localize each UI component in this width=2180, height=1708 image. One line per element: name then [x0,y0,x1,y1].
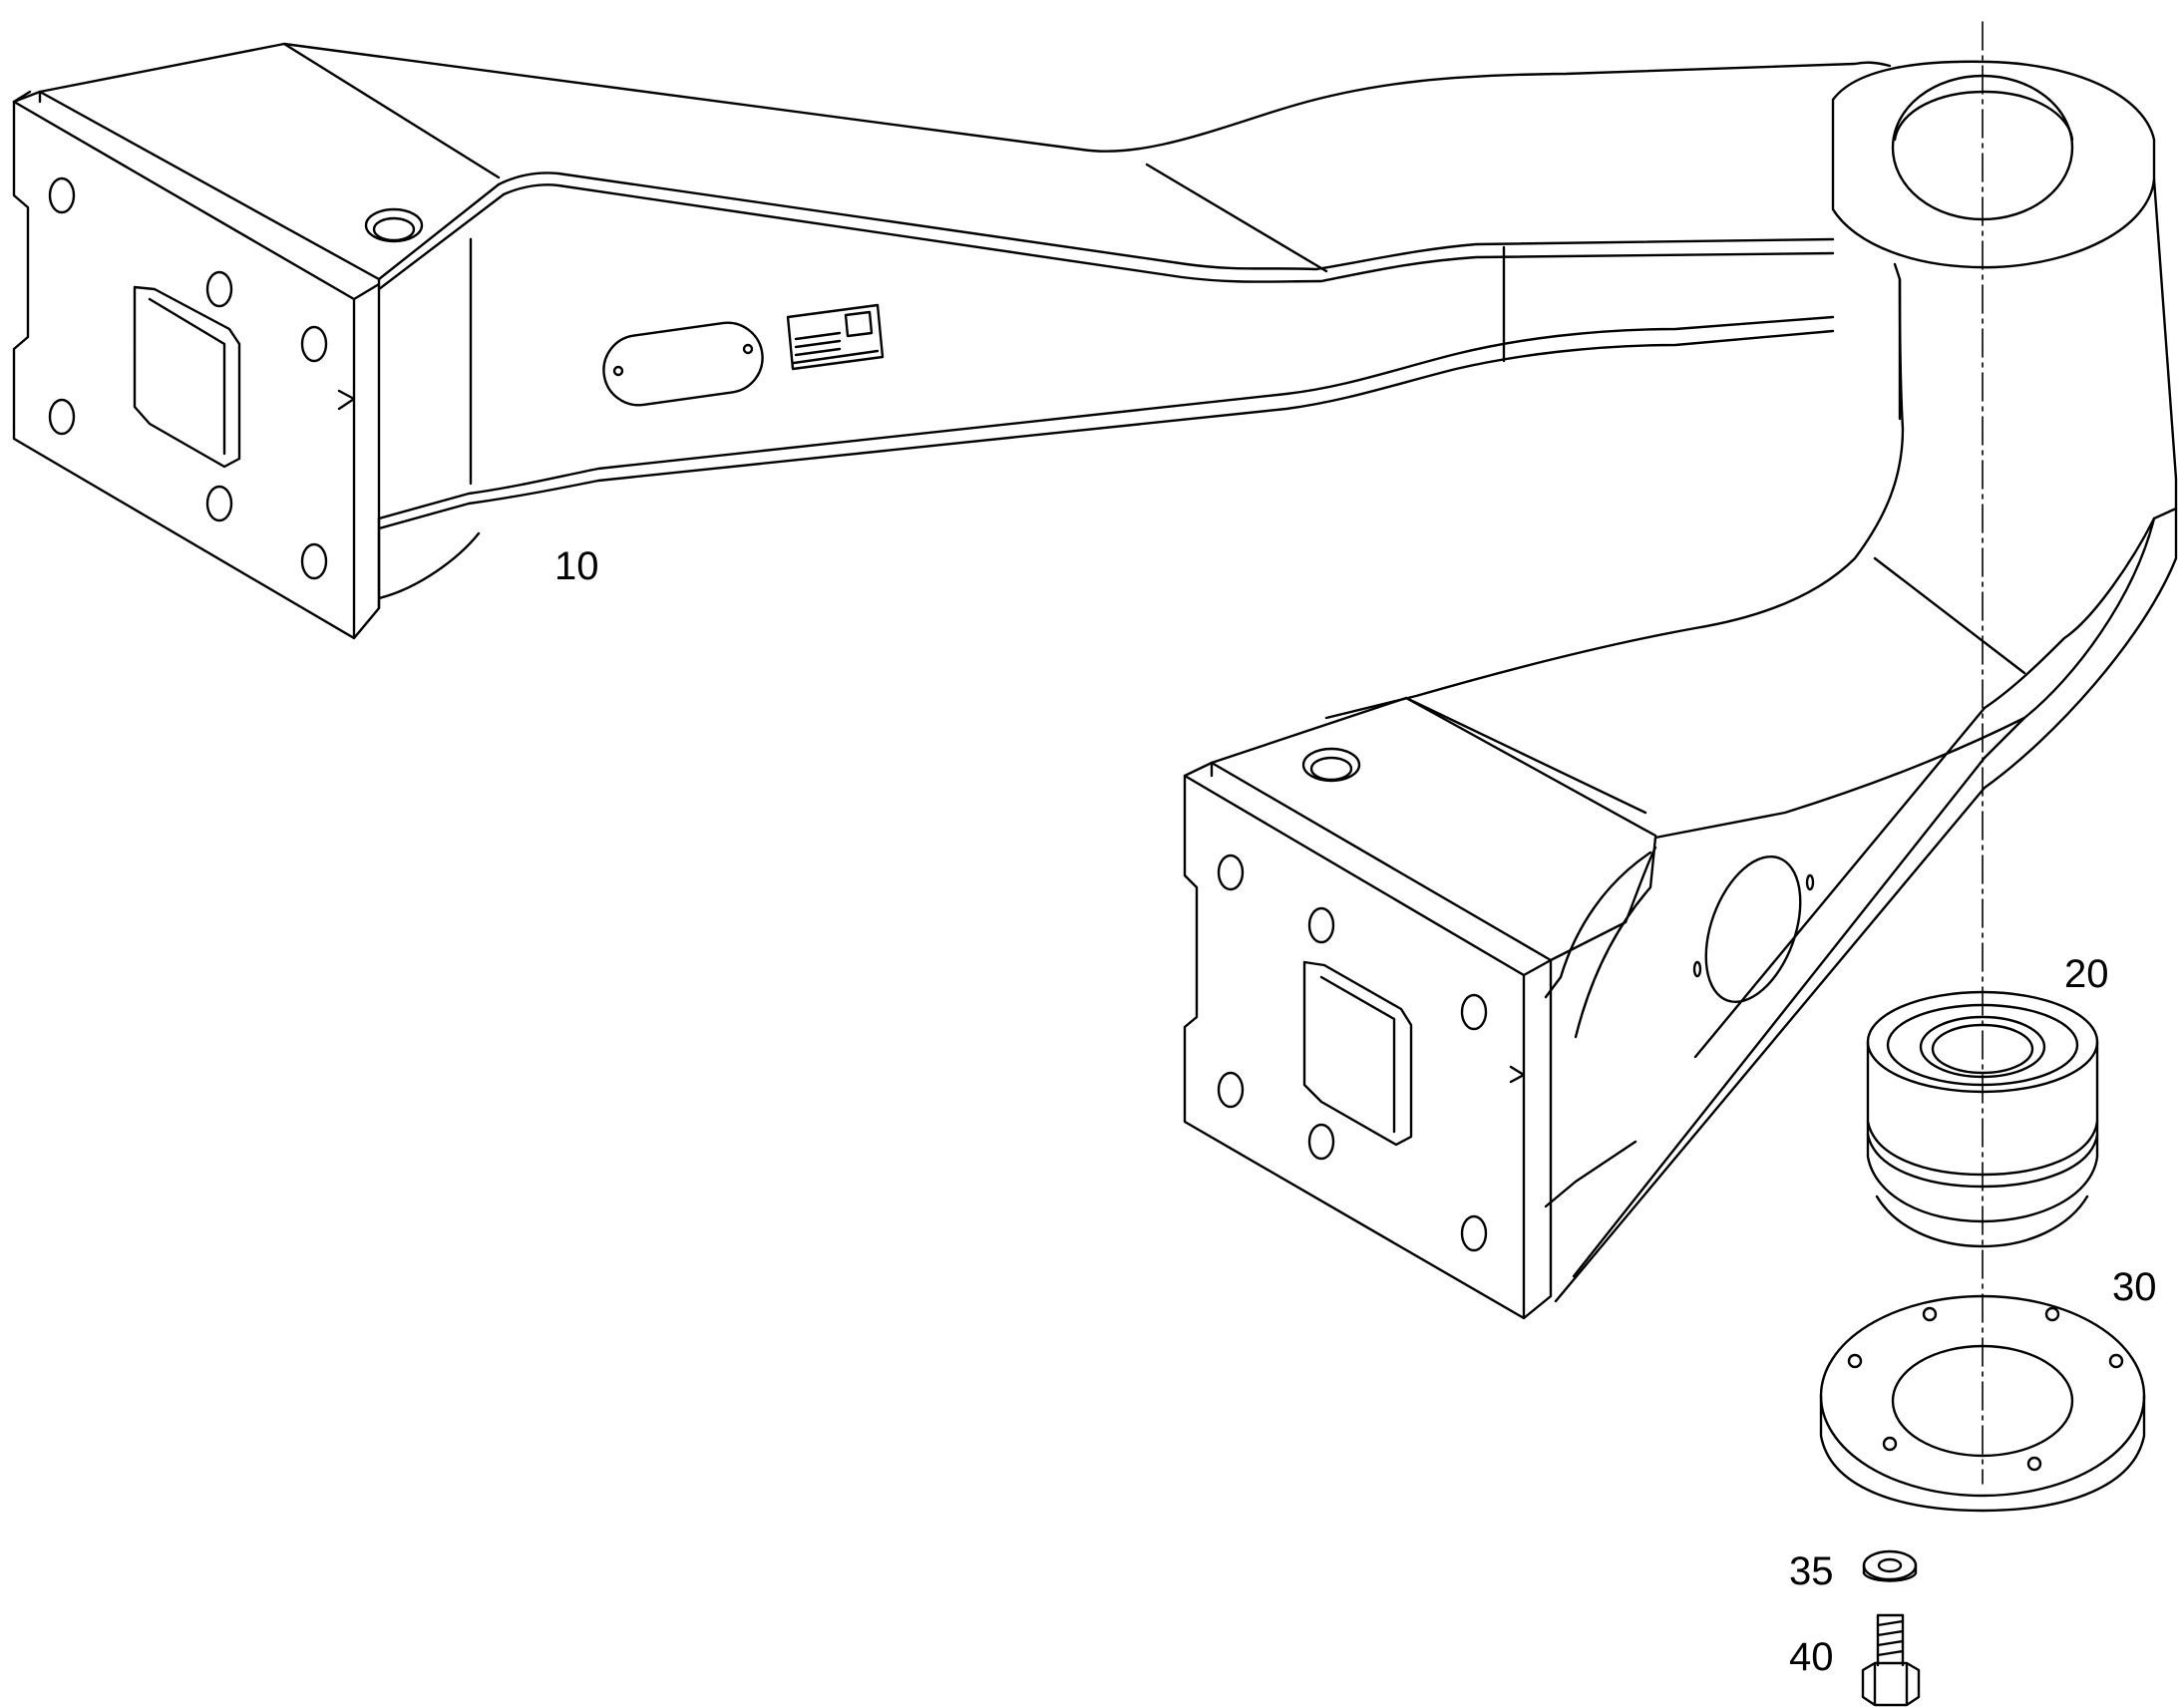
pivot-eye-bore-depth [1893,90,2074,142]
left-flange-bolt-hole [300,325,328,363]
frame-lower-arm-bottom [1574,716,2026,1039]
left-flange-bolt-hole [205,270,233,308]
left-flange-bolt-hole [300,542,328,580]
right-flange-bolt-hole [1307,1123,1335,1161]
flange-ring [1819,1294,2146,1513]
right-flange-bolt-hole [1307,906,1335,944]
left-flange-plate [12,90,381,640]
left-flange-bolt-hole [48,176,76,214]
frame-leg-edge [1693,507,2178,1059]
flange-ring-bore [1891,1344,2074,1458]
data-plate [786,303,885,371]
flange-ring-hole [2026,1456,2042,1472]
left-flange-bolt-hole [48,398,76,436]
frame-leg-fold [1404,277,2026,815]
frame-upper-beam-edge [377,171,1835,281]
callout-40: 40 [1789,1635,1834,1679]
frame-top-hole-left-inner [372,216,416,242]
frame-side-pin [1692,960,1702,978]
flange-ring-hole [1922,1306,1938,1322]
bushing-bore [1931,1023,2034,1075]
frame-upper-beam-top [38,42,1892,153]
flange-ring-hole [1882,1436,1898,1452]
callout-10: 10 [554,544,599,588]
nameplate-rivet [742,343,754,355]
callout-30: 30 [2112,1265,2157,1309]
washer-top [1862,1549,1918,1581]
right-flange-bolt-hole [1460,1214,1488,1252]
callout-20: 20 [2064,952,2109,996]
right-flange-window [1302,960,1413,1147]
bushing-inner-sleeve [1919,1015,2046,1079]
frame-side-bore [1704,854,1802,1004]
right-flange-thickness [1183,761,1553,1320]
bolt-thread [1876,1613,1905,1667]
flange-ring-hole [2044,1306,2060,1322]
frame-upper-beam-inner-edge [377,183,1835,291]
frame-upper-beam-bottom-inner [377,329,1835,530]
bushing-top-ring [1886,1003,2079,1087]
left-flange-window [133,285,241,469]
right-flange-bolt-hole [1217,854,1245,891]
frame-upper-beam-bottom [377,315,1835,520]
right-flange-bolt-hole [1460,993,1488,1031]
washer-hole [1877,1557,1903,1573]
frame-top-hole-right-inner [1309,756,1353,782]
callout-35: 35 [1789,1549,1834,1593]
flange-ring-hole [1847,1353,1863,1369]
flange-ring-hole [2108,1353,2124,1369]
bushing-body [1866,1040,2099,1223]
bushing-groove [1866,1120,2099,1189]
washer-side [1862,1563,1918,1582]
oval-nameplate [602,321,764,407]
right-flange-bolt-hole [1217,1071,1245,1109]
right-flange-plate [1183,761,1553,1320]
frame-side-pin [1805,873,1815,891]
left-flange-thickness [12,90,381,640]
left-flange-inner-edge [12,100,356,301]
left-flange-bolt-hole [205,485,233,522]
right-beam-top [1210,696,1657,962]
bushing-base [1875,1195,2089,1248]
rubber-bushing [1866,990,2099,1248]
nameplate-rivet [612,365,624,377]
swing-arm-frame [12,42,2178,1320]
flange-ring-side [1819,1394,2146,1513]
frame-web-left-lower [377,516,481,610]
hex-bolt [1861,1613,1921,1707]
frame-leg-edge-inner [1572,516,2156,1278]
frame-web-fold-lines [282,42,1506,486]
frame-lower-arm-web [1544,851,1652,1208]
frame-leg-outer [1554,177,2178,1303]
washer [1862,1549,1918,1582]
bolt-head [1861,1661,1921,1707]
